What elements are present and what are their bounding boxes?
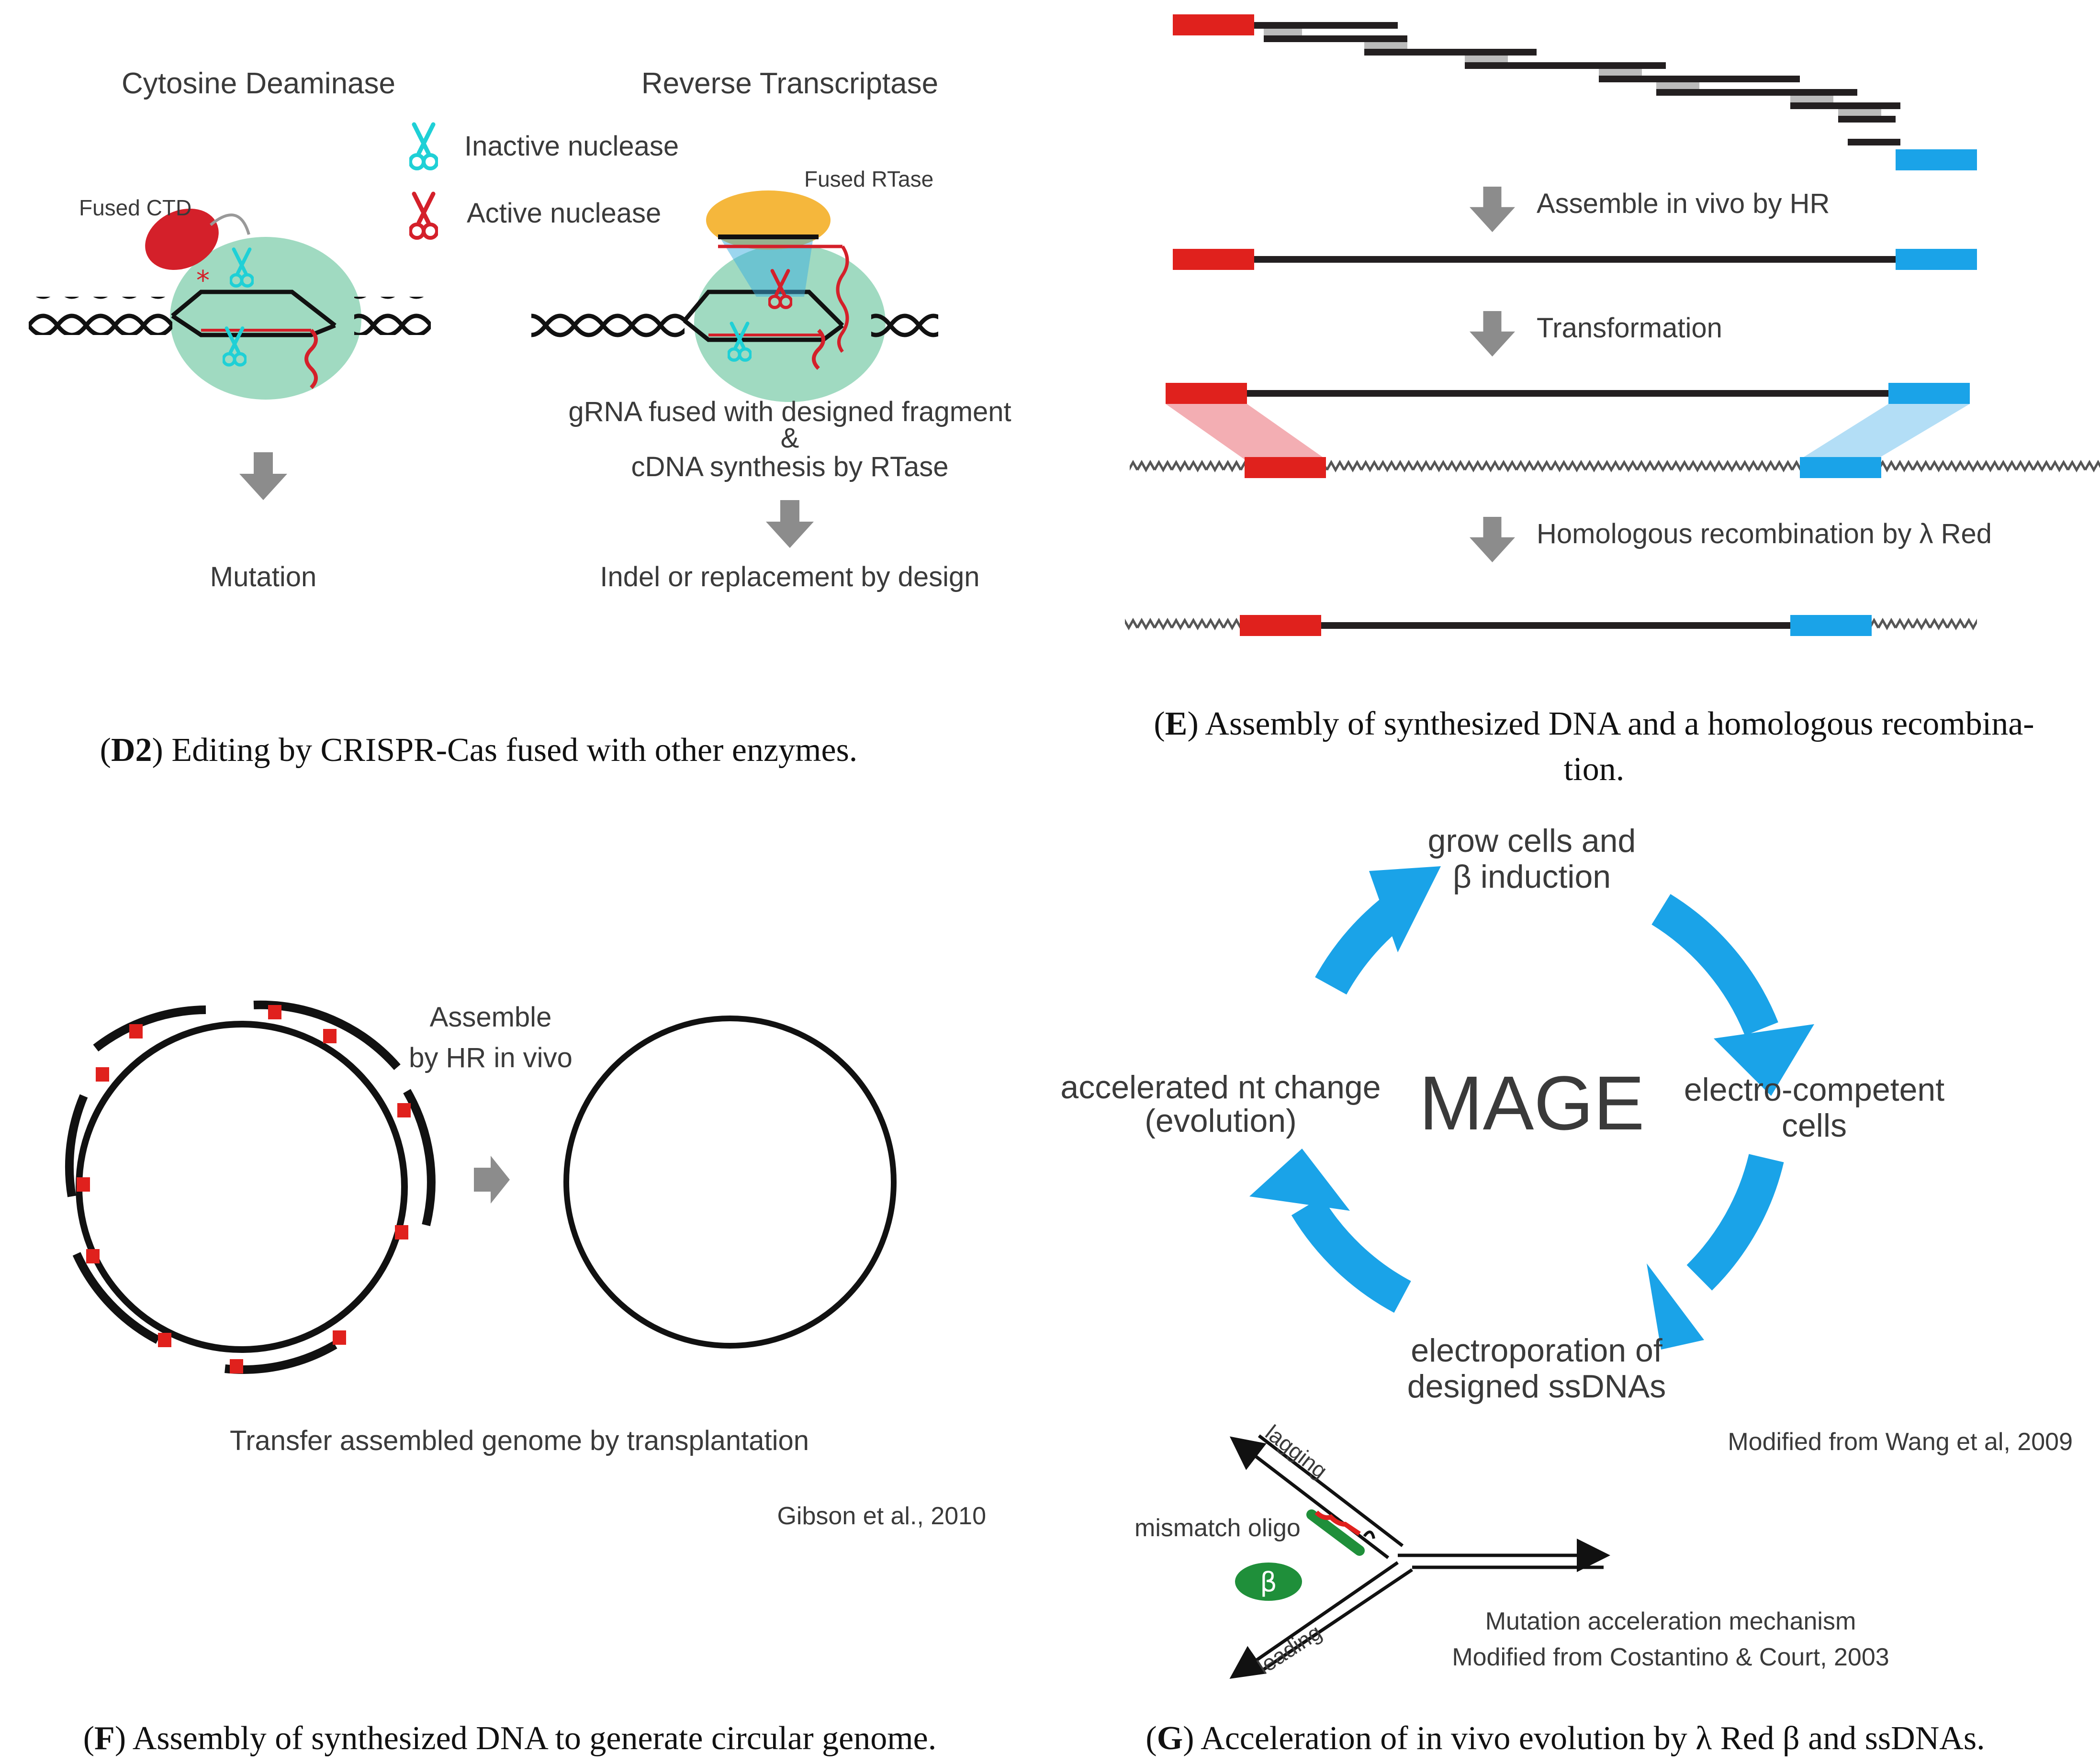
title-reverse-transcriptase: Reverse Transcriptase: [641, 67, 938, 100]
scissors-cyan-icon: [410, 124, 437, 168]
fragment-red-end: [1173, 14, 1254, 35]
caption-text: ) Assembly of synthesized DNA and a homo…: [1187, 705, 2034, 742]
label-beta-induction: β induction: [1453, 859, 1611, 895]
label-mechanism: Mutation acceleration mechanism: [1485, 1608, 1856, 1635]
title-cytosine-deaminase: Cytosine Deaminase: [122, 67, 395, 100]
label-beta: β: [1260, 1567, 1277, 1598]
caption-tag: G: [1157, 1720, 1183, 1757]
panel-g: MAGE grow cells and β induction electro-…: [1060, 823, 2073, 1757]
caption-d2: (D2) Editing by CRISPR-Cas fused with ot…: [100, 732, 858, 769]
caption-f: (F) Assembly of synthesized DNA to gener…: [83, 1720, 937, 1757]
label-assemble: Assemble: [430, 1002, 552, 1033]
replication-fork: [1229, 1434, 1610, 1679]
legend-inactive-nuclease: Inactive nuclease: [464, 131, 679, 162]
caption-e-line2: tion.: [1564, 751, 1624, 788]
panel-e: Assemble in vivo by HR Transformation Ho…: [1125, 14, 2100, 788]
panel-d2: Cytosine Deaminase Reverse Transcriptase…: [29, 67, 1011, 769]
legend-active-nuclease: Active nuclease: [467, 198, 661, 229]
down-arrow-icon: [766, 500, 814, 548]
label-electroporation: electroporation of: [1411, 1332, 1662, 1369]
dna-helix-right: [354, 297, 431, 335]
down-arrow-icon: [1470, 187, 1515, 232]
down-arrow-icon: [239, 452, 287, 500]
label-designed-ssdnas: designed ssDNAs: [1407, 1368, 1666, 1405]
cycle-arrow-bottom-left: [1291, 1196, 1412, 1313]
label-evolution: (evolution): [1145, 1103, 1297, 1139]
label-costantino: Modified from Costantino & Court, 2003: [1452, 1643, 1889, 1671]
panel-f: Assemble by HR in vivo Transfer assemble…: [65, 1000, 986, 1757]
caption-text: ) Acceleration of in vivo evolution by λ…: [1183, 1720, 1985, 1757]
segmented-genome-circle: [76, 1021, 408, 1353]
citation-gibson: Gibson et al., 2010: [777, 1502, 986, 1530]
dna-helix-left: [29, 297, 172, 335]
dna-helix-left: [531, 301, 685, 340]
caption-tag: F: [94, 1720, 115, 1757]
scissors-red-icon: [410, 194, 437, 238]
label-grna-line1: gRNA fused with designed fragment: [568, 396, 1011, 427]
step-assemble: Assemble in vivo by HR: [1537, 188, 1830, 219]
down-arrow-icon: [1470, 311, 1515, 357]
label-mismatch-oligo: mismatch oligo: [1134, 1514, 1301, 1542]
label-transfer: Transfer assembled genome by transplanta…: [230, 1425, 809, 1456]
recombined-dna: [1321, 622, 1800, 629]
caption-tag: D2: [111, 732, 152, 769]
caption-e-line1: (E) Assembly of synthesized DNA and a ho…: [1154, 705, 2034, 742]
label-lagging: lagging: [1261, 1420, 1332, 1483]
result-mutation: Mutation: [210, 561, 316, 592]
assembled-dna: [1254, 256, 1896, 263]
right-arrow-icon: [474, 1156, 510, 1204]
fused-ctd-blob: [145, 208, 219, 270]
dna-helix-right: [871, 301, 938, 340]
beta-protein-icon: [1235, 1563, 1302, 1601]
down-arrow-icon: [1470, 517, 1515, 562]
label-cells: cells: [1782, 1107, 1847, 1144]
fragment-blue-end: [1896, 149, 1977, 170]
caption-text: ) Assembly of synthesized DNA to generat…: [115, 1720, 936, 1757]
cycle-arrow-bottom-right: [1686, 1154, 1784, 1291]
label-fused-ctd: Fused CTD: [79, 195, 191, 220]
label-leading: leading: [1253, 1619, 1326, 1679]
label-grna-line2: cDNA synthesis by RTase: [631, 451, 949, 482]
cas-protein-blob: [170, 237, 361, 400]
citation-wang: Modified from Wang et al, 2009: [1728, 1428, 2073, 1456]
step-homologous-recombination: Homologous recombination by λ Red: [1537, 518, 1992, 549]
grna-loop: [304, 329, 318, 389]
complete-genome-circle: [563, 1016, 897, 1349]
result-indel: Indel or replacement by design: [600, 561, 979, 592]
label-grna-amp: &: [781, 423, 799, 454]
label-grow-cells: grow cells and: [1428, 823, 1636, 859]
cycle-arrow-top-right: [1651, 894, 1778, 1036]
svg-text:*: *: [196, 265, 210, 296]
label-electro-competent: electro-competent: [1684, 1072, 1944, 1108]
caption-text: ) Editing by CRISPR-Cas fused with other…: [152, 732, 858, 769]
label-fused-rtase: Fused RTase: [804, 167, 933, 191]
caption-g: (G) Acceleration of in vivo evolution by…: [1145, 1720, 1985, 1757]
label-accelerated: accelerated nt change: [1060, 1069, 1381, 1105]
caption-tag: E: [1165, 705, 1188, 742]
label-mage: MAGE: [1419, 1060, 1644, 1146]
label-by-hr: by HR in vivo: [409, 1042, 573, 1073]
step-transformation: Transformation: [1537, 313, 1722, 344]
